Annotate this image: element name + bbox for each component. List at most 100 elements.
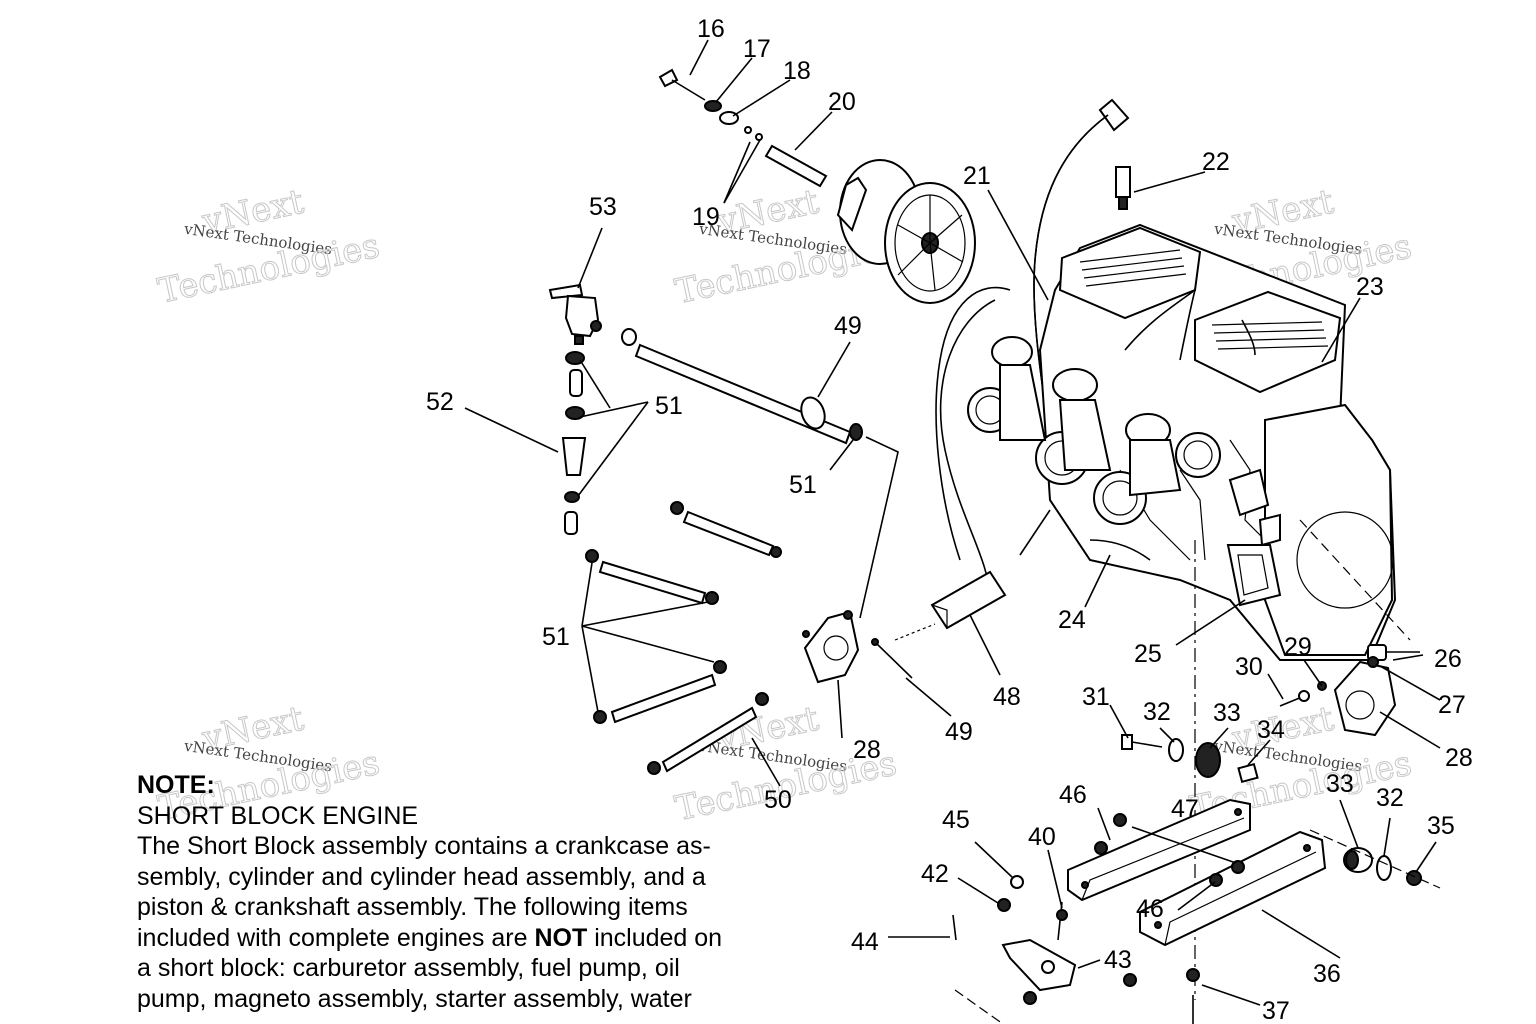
callout-43: 43 (1104, 946, 1132, 974)
engine-assembly (935, 223, 1411, 661)
mount-axis-line (1309, 829, 1441, 889)
leader-lines (464, 39, 1441, 1006)
washer-32-right (1376, 855, 1392, 881)
callout-44: 44 (851, 928, 879, 956)
screw-30 (1279, 690, 1310, 707)
callout-22: 22 (1202, 148, 1230, 176)
spark-plug-cap (1098, 98, 1130, 132)
washer-17 (704, 100, 722, 112)
watermark-group-1: vNext vNext Technologies Technologies (154, 181, 383, 312)
callout-40: 40 (1028, 823, 1056, 851)
callout-18: 18 (783, 57, 811, 85)
washer-45 (1010, 875, 1024, 889)
fuel-pump (548, 283, 602, 345)
callout-51-lower: 51 (542, 623, 570, 651)
nut-43-lower (1023, 991, 1037, 1005)
o-ring-19b (755, 133, 763, 141)
callout-37: 37 (1262, 997, 1290, 1024)
nut-46-top2 (1094, 841, 1108, 855)
note-body-line-4a: included with complete engines are (137, 923, 535, 952)
oil-line-mid (585, 549, 719, 605)
short-block-note: NOTE: SHORT BLOCK ENGINE The Short Block… (137, 770, 817, 1014)
note-body-line-4c: included on (587, 923, 723, 952)
note-body-line-1: The Short Block assembly contains a cran… (137, 832, 711, 860)
nut-46-mid (1231, 860, 1245, 874)
oil-line-low (593, 660, 727, 724)
fuel-line-upper-right (621, 328, 863, 445)
callout-51-middle: 51 (789, 471, 817, 499)
callout-26: 26 (1434, 645, 1462, 673)
callout-33-right: 33 (1326, 770, 1354, 798)
starter-bolt (658, 68, 706, 101)
callout-29: 29 (1284, 633, 1312, 661)
callout-35: 35 (1427, 812, 1455, 840)
stud-37 (1186, 968, 1200, 1024)
callout-27: 27 (1438, 691, 1466, 719)
water-pump-cover-28 (1333, 660, 1397, 737)
note-body-line-4: included with complete engines are NOT i… (137, 923, 817, 954)
engine-bracket-36 (1139, 830, 1327, 947)
oil-line-top (670, 501, 782, 558)
o-ring-19a (744, 126, 752, 134)
nut-43 (1123, 973, 1137, 987)
callout-50: 50 (764, 786, 792, 814)
callout-49-top: 49 (834, 312, 862, 340)
callout-33-left: 33 (1213, 699, 1241, 727)
callout-45: 45 (942, 806, 970, 834)
fuel-line-upper-left (561, 351, 587, 535)
note-body-line-5: a short block: carburetor assembly, fuel… (137, 954, 680, 982)
mount-guide-line (894, 623, 936, 641)
callout-48: 48 (993, 683, 1021, 711)
nut-46-top (1113, 813, 1127, 827)
note-heading: NOTE: (137, 771, 215, 799)
callout-46-top: 46 (1059, 781, 1087, 809)
bracket-axis-line (954, 989, 1004, 1024)
callout-25: 25 (1134, 640, 1162, 668)
spacer-34 (1237, 762, 1259, 784)
cdi-box (930, 570, 1007, 630)
note-body-line-2: sembly, cylinder and cylinder head assem… (137, 862, 706, 891)
callout-30: 30 (1235, 653, 1263, 681)
rubber-mount-33-left (1195, 742, 1221, 778)
callout-46-bottom: 46 (1136, 895, 1164, 923)
callout-31: 31 (1082, 683, 1110, 711)
callout-24: 24 (1058, 606, 1086, 634)
flywheel-pulley (836, 159, 976, 304)
callout-21: 21 (963, 162, 991, 190)
washer-32-left (1168, 738, 1184, 762)
note-body-line-6: pump, magneto assembly, starter assembly… (137, 984, 692, 1013)
callout-17: 17 (743, 35, 771, 63)
callout-36: 36 (1313, 960, 1341, 988)
stud-40 (1056, 901, 1068, 941)
callout-34: 34 (1257, 716, 1285, 744)
callout-16: 16 (697, 15, 725, 43)
callout-20: 20 (828, 88, 856, 116)
bolt-49-lower (871, 638, 913, 679)
pin-44 (952, 914, 957, 941)
callout-23: 23 (1356, 273, 1384, 301)
callout-32-left: 32 (1143, 698, 1171, 726)
nut-35 (1406, 870, 1422, 886)
callout-51-upper: 51 (655, 392, 683, 420)
spacer-20 (764, 144, 828, 188)
callout-53: 53 (589, 193, 617, 221)
spark-plug (1115, 166, 1131, 210)
callout-32-right: 32 (1376, 784, 1404, 812)
engine-bracket-47 (1067, 798, 1251, 902)
callout-49-bottom: 49 (945, 718, 973, 746)
note-body-line-3: piston & crankshaft assembly. The follow… (137, 893, 688, 921)
oil-line-bottom (647, 692, 769, 775)
callout-28-right: 28 (1445, 744, 1473, 772)
note-body-emphasis: NOT (534, 923, 588, 952)
oil-pump-left (802, 610, 860, 684)
note-title: SHORT BLOCK ENGINE (137, 801, 419, 830)
o-ring-27 (1367, 656, 1379, 668)
engine-bracket-left (1001, 938, 1077, 992)
callout-42: 42 (921, 860, 949, 888)
callouts: 16 17 18 19 20 21 22 23 24 25 26 27 28 2… (426, 15, 1473, 1024)
nut-42 (997, 898, 1011, 912)
callout-47: 47 (1171, 795, 1199, 823)
callout-28-left: 28 (853, 736, 881, 764)
callout-19: 19 (692, 203, 720, 231)
